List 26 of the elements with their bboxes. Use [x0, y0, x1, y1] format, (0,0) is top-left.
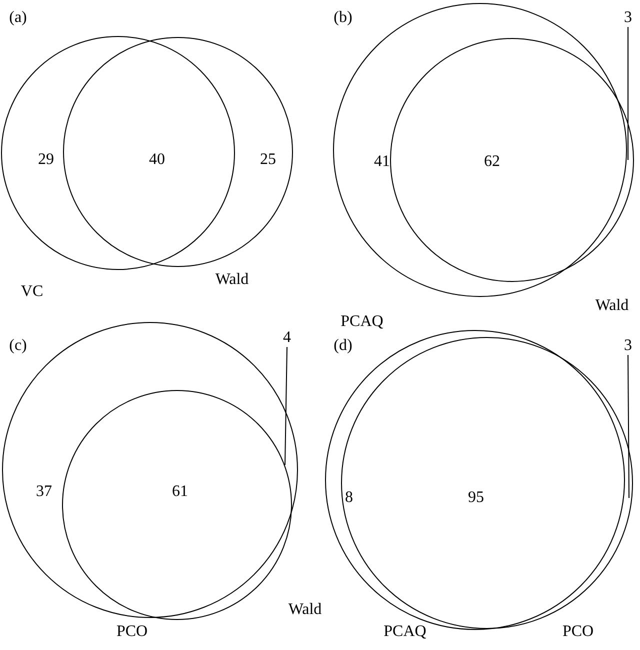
count-label: 3 [624, 337, 632, 355]
set-label: PCO [116, 623, 148, 641]
region-count: 62 [484, 153, 500, 171]
region-count: 95 [468, 489, 484, 507]
count-label: 3 [624, 9, 632, 27]
leader-line [284, 346, 288, 466]
panel-letter: (d) [334, 337, 352, 355]
count-label: 4 [283, 329, 291, 347]
panel-letter: (b) [334, 9, 352, 27]
region-count: 25 [260, 151, 276, 169]
leader-line [628, 354, 630, 498]
region-count: 61 [172, 483, 188, 501]
set-label: Wald [288, 601, 322, 619]
set-label: Wald [215, 271, 249, 289]
region-count: 37 [36, 483, 52, 501]
set-label: Wald [595, 297, 629, 315]
set-label: VC [20, 283, 44, 301]
set-label: PCAQ [384, 623, 426, 641]
panel-letter: (a) [9, 9, 27, 27]
set-label: PCO [562, 623, 594, 641]
panel-letter: (c) [9, 337, 27, 355]
region-count: 29 [38, 151, 54, 169]
set-label: PCAQ [340, 313, 384, 331]
region-count: 8 [345, 489, 353, 507]
region-count: 40 [149, 151, 165, 169]
region-count: 41 [374, 153, 390, 171]
